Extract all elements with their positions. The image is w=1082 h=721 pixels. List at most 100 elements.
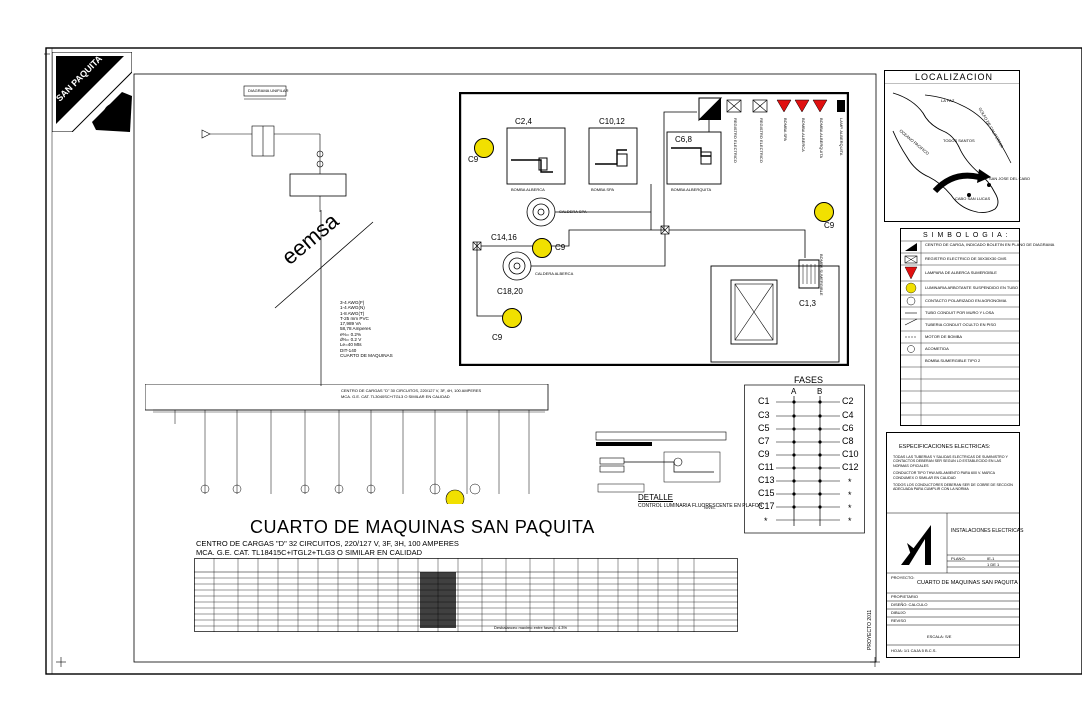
- luminaire-c9-mid: [532, 238, 552, 258]
- detalle-note: NIVEL: [704, 505, 716, 510]
- sheet-value: 1 DE 1: [987, 562, 1000, 567]
- cuadro-line-2: MCA. G.E. CAT. TL18415C+ITGL2+TLG3 O SIM…: [196, 548, 423, 557]
- label-c6-8: C6,8: [675, 135, 692, 144]
- label-c18-20: C18,20: [497, 287, 523, 296]
- spec-paragraph: TODAS LAS TUBERIAS Y SALIDAS ELECTRICAS …: [893, 455, 1008, 468]
- legend-item: BOMBA SUMERGIBLE TIPO 2: [925, 358, 981, 363]
- map-label: CABO SAN LUCAS: [955, 196, 991, 201]
- plan-value: IE-1: [987, 556, 995, 561]
- diagram-title: DIAGRAMA UNIFILAR: [248, 88, 289, 93]
- luminaire-c9-bottom: [502, 308, 522, 328]
- fase-right: C10: [842, 449, 859, 459]
- panel-header-2: MCA. G.E. CAT. TL3040SC+ITGL3 O SIMILAR …: [341, 394, 450, 399]
- spec-line: d%= 0.2 V: [340, 337, 362, 343]
- single-line-diagram: DIAGRAMA UNIFILAR: [180, 82, 360, 212]
- label-c14-16: C14,16: [491, 233, 517, 242]
- panel-diagram: CENTRO DE CARGAS "D" 30 CIRCUITOS, 220/1…: [144, 383, 550, 509]
- titleblock-bottom: HOJA: 1/1 CAJA 5 B.C.S.: [891, 648, 937, 653]
- luminaire-c9-top-left: [474, 138, 494, 158]
- legend-item: CONTACTO POLARIZADO EN AGRONOMIA: [925, 298, 1007, 303]
- label-bomba-spa: BOMBA SPA: [591, 187, 615, 192]
- legend-vertical: BOMBA ALBERQUITA: [819, 118, 824, 159]
- fase-left: C15: [758, 488, 775, 498]
- feeder-line: [320, 210, 322, 386]
- legend-item: TUBO CONDUIT POR MURO Y LOSA: [925, 310, 994, 315]
- label-c9: C9: [492, 333, 503, 342]
- legend-item: MOTOR DE BOMBA: [925, 334, 963, 339]
- fase-right: C4: [842, 410, 854, 420]
- label-c1-3: C1,3: [799, 299, 816, 308]
- titleblock-row: DISEÑO: CALCULO: [891, 602, 928, 607]
- especificaciones-title: ESPECIFICACIONES ELECTRICAS:: [899, 444, 991, 450]
- fase-right: *: [848, 516, 852, 526]
- legend-vertical: BOMBA SPA: [783, 118, 788, 142]
- localizacion-title: LOCALIZACION: [915, 72, 994, 82]
- brand-logo: SAN PAQUITA: [51, 51, 133, 133]
- label-c10-12: C10,12: [599, 117, 625, 126]
- firm-name: INSTALACIONES ELECTRICAS: [951, 528, 1024, 534]
- fases-table: FASES A B C1 C3 C5 C7 C9 C11 C13 C15 C17…: [744, 376, 874, 534]
- fase-left: C13: [758, 475, 775, 485]
- spec-line: 1-8 AWG(T): [340, 310, 365, 316]
- legend-item: REGISTRO ELECTRICO DE 30X30X30 CMS: [925, 256, 1007, 261]
- legend-vertical: BOMBA ALBERCA: [801, 118, 806, 152]
- label-bomba-alberquita: BOMBA ALBERQUITA: [671, 187, 712, 192]
- panel-header: CENTRO DE CARGAS "D" 30 CIRCUITOS, 220/1…: [341, 388, 482, 393]
- spec-line: DIT-140: [340, 347, 357, 353]
- map-label: SAN JOSE DEL CABO: [989, 176, 1030, 181]
- fase-right: C8: [842, 436, 854, 446]
- map-label: LA PAZ: [941, 98, 955, 103]
- legend-item: LAMPARA DE ALBERCA SUMERGIBLE: [925, 270, 997, 275]
- eemsa-slash: [274, 221, 374, 309]
- fase-right: *: [848, 503, 852, 513]
- main-title: CUARTO DE MAQUINAS SAN PAQUITA: [250, 517, 595, 537]
- spec-line: 17,989 VA: [340, 321, 362, 327]
- spec-line: 1-4 AWG(N): [340, 305, 365, 311]
- titleblock-row: DIBUJO: [891, 610, 906, 615]
- load-table: Desbalanceo maximo entre fases = 4.3%: [194, 558, 738, 632]
- legend-item: TUBERIA CONDUIT OCULTO EN PISO: [925, 322, 997, 327]
- project-name: CUARTO DE MAQUINAS SAN PAQUITA: [917, 580, 1018, 586]
- fase-left: *: [764, 516, 768, 526]
- fase-left: C9: [758, 449, 770, 459]
- luminaire-c9-right: [814, 202, 834, 222]
- fase-right: *: [848, 490, 852, 500]
- map-label: TODOS SANTOS: [943, 138, 975, 143]
- legend-item: ACOMETIDA: [925, 346, 949, 351]
- legend-item: LUMINARIA ARBOTANTE SUSPENDIDO EN TUBO: [925, 285, 1018, 290]
- simbologia-title: S I M B O L O G I A :: [923, 232, 1009, 239]
- fases-title: FASES: [794, 375, 824, 385]
- spec-line: 3-4 AWG(F): [340, 300, 365, 305]
- spec-line: 58,78 Amperes: [340, 326, 371, 332]
- spec-line: T-25 mm PVC: [340, 315, 369, 321]
- detalle-title: DETALLE: [638, 493, 673, 502]
- spec-paragraph: CONDUCTOR TIPO THW AISLAMIENTO PARA 600 …: [893, 471, 995, 480]
- fase-right: C12: [842, 462, 859, 472]
- fase-left: C7: [758, 436, 770, 446]
- label-c9: C9: [555, 243, 566, 252]
- spec-paragraph: TODOS LOS CONDUCTORES DEBERAN SER DE COB…: [893, 483, 1013, 492]
- legend-vertical: REGISTRO ELECTRICO: [759, 118, 764, 163]
- location-map-panel: LOCALIZACION LA PAZ GOLFO DE CALIFORNIA …: [884, 70, 1030, 222]
- legend-vertical: LAMP. ALBERQUITA: [839, 118, 844, 156]
- fase-left: C11: [758, 462, 774, 472]
- fase-right: C6: [842, 423, 854, 433]
- label-bomba-alberca: BOMBA ALBERCA: [511, 187, 545, 192]
- titleblock-row: REVISO: [891, 618, 907, 623]
- spec-line: e%= 0.2%: [340, 331, 362, 337]
- feeder-specs: 3-4 AWG(F) 1-4 AWG(N) 1-8 AWG(T) T-25 mm…: [340, 300, 393, 358]
- margin-note: PROYECTO 2011: [867, 609, 873, 650]
- legend-panel: S I M B O L O G I A : CENTRO DE CARGA, I…: [900, 228, 1054, 426]
- detalle-section: DETALLE CONTROL LUMINARIA FLUORESCENTE E…: [594, 428, 762, 514]
- spec-line: CUARTO DE MAQUINAS: [340, 352, 393, 358]
- label-c9: C9: [824, 221, 835, 230]
- label-bomba-sumergible: BOMBA SUMERGIBLE: [819, 254, 824, 296]
- detalle-subtitle: CONTROL LUMINARIA FLUORESCENTE EN PLAFON: [638, 503, 763, 509]
- fases-col-b: B: [817, 387, 823, 396]
- titleblock-row: PROPIETARIO: [891, 594, 919, 599]
- table-footnote: Desbalanceo maximo entre fases = 4.3%: [494, 625, 568, 630]
- plan-label: PLANO:: [951, 556, 966, 561]
- fase-left: C3: [758, 410, 770, 420]
- fase-right: *: [848, 477, 852, 487]
